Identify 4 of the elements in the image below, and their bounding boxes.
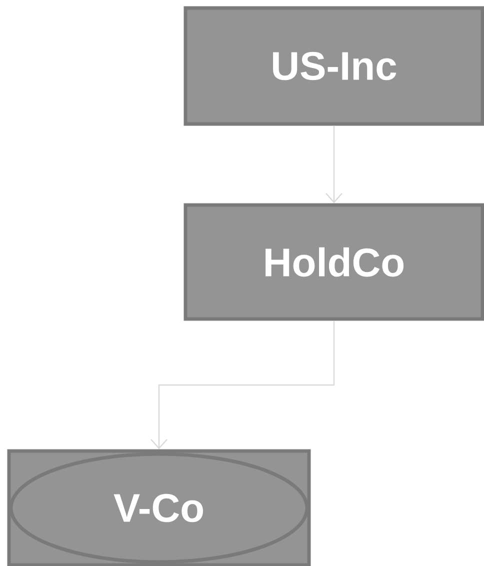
entity-box: HoldCo	[184, 203, 484, 321]
arrow	[326, 126, 342, 204]
entity-box: US-Inc	[184, 6, 484, 126]
arrow	[150, 320, 335, 450]
